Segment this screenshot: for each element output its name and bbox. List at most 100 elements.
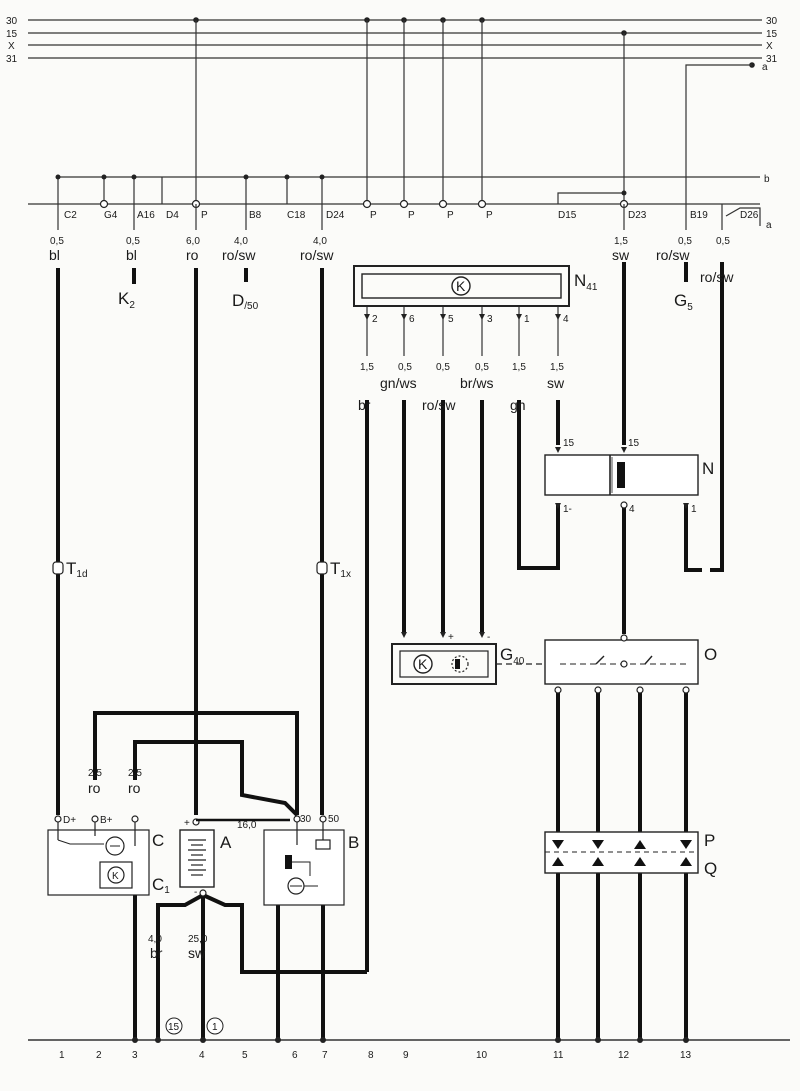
connector-p-4: P	[447, 210, 454, 221]
bus-rails	[28, 19, 762, 59]
n41-unit: K	[353, 265, 570, 307]
n41-pin-1: 1	[524, 314, 530, 325]
d26-branch	[725, 207, 761, 226]
connector-c2: C2	[64, 210, 77, 221]
wire-color-n41-5: ro/sw	[422, 397, 456, 413]
column-2: 2	[96, 1050, 102, 1061]
column-13: 13	[680, 1050, 692, 1061]
column-12: 12	[618, 1050, 630, 1061]
connector-p-2: P	[370, 210, 377, 221]
connector-d4: D4	[166, 210, 179, 221]
column-8: 8	[368, 1050, 374, 1061]
wire-size-k2: 0,5	[126, 236, 140, 247]
rail-label-31-left: 31	[6, 54, 18, 65]
wire-color-alt-bplus: ro	[128, 780, 141, 796]
label-n41: N41	[574, 271, 598, 293]
column-7: 7	[322, 1050, 328, 1061]
plate-junctions	[55, 174, 627, 196]
connector-p-3: P	[408, 210, 415, 221]
rail-label-30-right: 30	[766, 16, 778, 27]
connector-a16: A16	[137, 210, 155, 221]
o-output-pins	[554, 686, 690, 694]
g40-pin-arrows	[401, 632, 485, 638]
wire-color-d24: ro/sw	[300, 247, 334, 263]
wire-size-ro: 6,0	[186, 236, 200, 247]
battery-unit	[179, 818, 215, 897]
label-d150: D/50	[232, 291, 259, 312]
g40-pin-minus: -	[487, 632, 490, 643]
wire-size-b19: 0,5	[678, 236, 692, 247]
n-pin-arrows	[555, 447, 689, 509]
wire-color-n41-2: br	[358, 397, 371, 413]
alt-pin-bplus: B+	[100, 815, 113, 826]
n41-pin-6: 6	[409, 314, 415, 325]
rail-label-x-left: X	[8, 41, 15, 52]
n-pin-15a: 15	[563, 438, 575, 449]
n-pin-15b: 15	[628, 438, 640, 449]
connector-p-5: P	[486, 210, 493, 221]
starter-unit	[263, 822, 345, 906]
wire-color-n41-3: br/ws	[460, 375, 493, 391]
wire-size-sw: 25,0	[188, 934, 208, 945]
n-pin-1: 1	[691, 504, 697, 515]
wire-size-16: 16,0	[237, 820, 257, 831]
marker-a-top: a	[762, 62, 768, 73]
plate-pins	[99, 199, 629, 209]
t1d-connector	[52, 561, 64, 575]
column-4: 4	[199, 1050, 205, 1061]
circled-terminals	[165, 1017, 224, 1035]
battery-pin-minus: -	[194, 887, 197, 898]
label-t1d: T1d	[66, 559, 88, 580]
label-b: B	[348, 833, 359, 852]
wire-color-d50: ro/sw	[222, 247, 256, 263]
alternator-k-symbol: K	[112, 871, 119, 882]
pq-connector	[544, 831, 699, 874]
o-unit	[544, 634, 699, 685]
n-unit	[544, 454, 699, 496]
connector-g4: G4	[104, 210, 118, 221]
ground-junctions	[132, 1037, 689, 1043]
connector-c18: C18	[287, 210, 306, 221]
wire-size-br: 4,0	[148, 934, 162, 945]
connector-d24: D24	[326, 210, 345, 221]
column-11: 11	[553, 1050, 564, 1061]
wire-size-n41-6: 0,5	[398, 362, 412, 373]
label-k2: K2	[118, 289, 135, 311]
g40-unit: K	[391, 643, 497, 685]
wire-color-b19: ro/sw	[656, 247, 690, 263]
rail-label-30-left: 30	[6, 16, 18, 27]
wire-size-n41-4: 1,5	[550, 362, 564, 373]
label-p: P	[704, 831, 715, 850]
n41-pin-2: 2	[372, 314, 378, 325]
connector-b8: B8	[249, 210, 262, 221]
heavy-wires	[56, 262, 724, 1040]
rail-drops	[195, 20, 752, 204]
label-c: C	[152, 831, 164, 850]
rail-label-15-left: 15	[6, 29, 18, 40]
wire-size-d50: 4,0	[234, 236, 248, 247]
n-pin-4: 4	[629, 504, 635, 515]
starter-pins	[293, 815, 327, 823]
label-g40: G40	[500, 645, 525, 667]
battery-pin-plus: +	[184, 818, 190, 829]
t1x-connector	[316, 561, 328, 575]
column-10: 10	[476, 1050, 488, 1061]
connector-d23: D23	[628, 210, 647, 221]
wire-color-n41-1: gn	[510, 397, 526, 413]
wire-size-alt-bplus: 2,5	[128, 768, 142, 779]
marker-b: b	[764, 174, 770, 185]
column-9: 9	[403, 1050, 409, 1061]
n41-pin-4: 4	[563, 314, 569, 325]
rail-label-31-right: 31	[766, 54, 778, 65]
column-1: 1	[59, 1050, 65, 1061]
wire-color-br: br	[150, 945, 163, 961]
column-5: 5	[242, 1050, 248, 1061]
rail-label-x-right: X	[766, 41, 773, 52]
label-q: Q	[704, 859, 717, 878]
n-pin-4-dot	[620, 501, 628, 509]
wire-size-n41-2: 1,5	[360, 362, 374, 373]
n41-pin-5: 5	[448, 314, 454, 325]
alternator-pins	[54, 815, 139, 823]
relay-plate	[28, 176, 760, 205]
